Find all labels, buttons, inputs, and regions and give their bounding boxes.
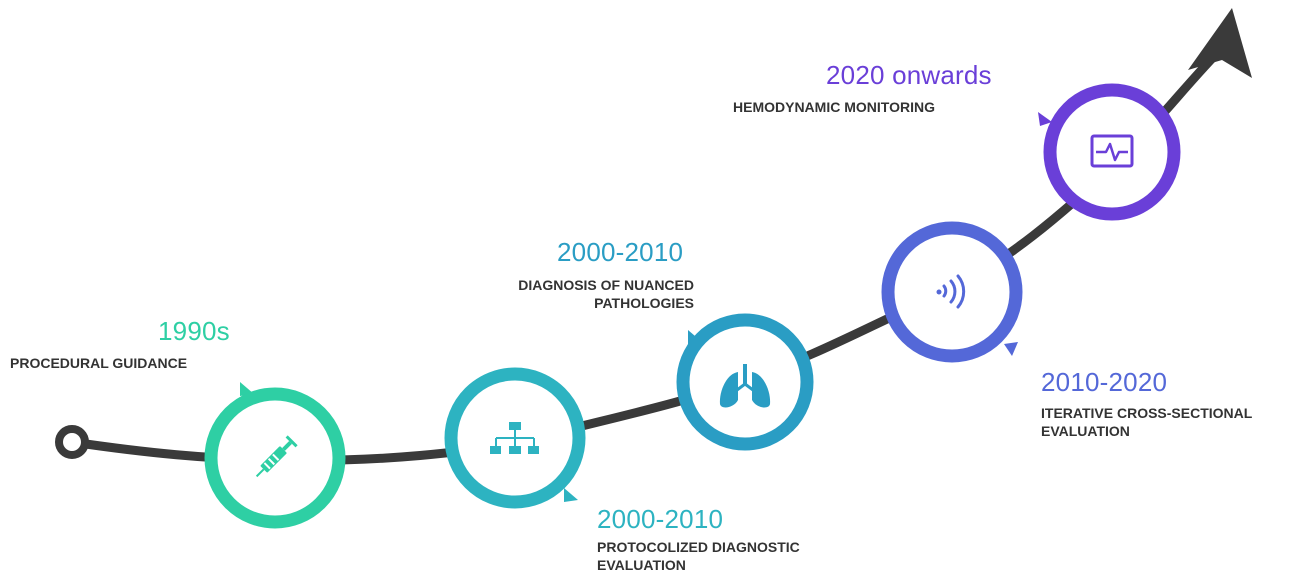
milestone-3-era: 2000-2010 [557, 237, 684, 267]
milestone-5 [1038, 83, 1181, 221]
milestone-2-line-2: EVALUATION [597, 557, 686, 573]
milestone-4-line-2: EVALUATION [1041, 423, 1130, 439]
timeline-start-ring [55, 425, 89, 459]
ultrasound-waves-icon [936, 274, 966, 309]
milestone-2-line-1: PROTOCOLIZED DIAGNOSTIC [597, 539, 800, 555]
milestone-2 [444, 367, 586, 509]
milestone-5-era: 2020 onwards [826, 60, 992, 90]
milestone-1 [204, 382, 346, 529]
milestone-3-description: DIAGNOSIS OF NUANCED PATHOLOGIES [440, 276, 694, 312]
milestone-4-pointer [1004, 342, 1018, 356]
monitor-icon [1090, 134, 1134, 168]
lungs-icon [719, 364, 771, 408]
milestone-3 [676, 313, 814, 451]
milestone-5-pointer [1038, 112, 1052, 126]
milestone-1-era: 1990s [158, 316, 230, 346]
milestone-3-line-1: DIAGNOSIS OF NUANCED [518, 277, 694, 293]
milestone-4-ring [881, 221, 1023, 363]
milestone-1-line-1: PROCEDURAL GUIDANCE [10, 355, 188, 371]
milestone-1-description: PROCEDURAL GUIDANCE [10, 354, 187, 372]
milestone-3-line-2: PATHOLOGIES [594, 295, 694, 311]
milestone-5-line-1: HEMODYNAMIC MONITORING [733, 99, 935, 115]
timeline-arrowhead [1188, 8, 1252, 78]
milestone-2-pointer [564, 488, 578, 502]
milestone-4-description: ITERATIVE CROSS-SECTIONAL EVALUATION [1041, 404, 1252, 440]
milestone-4-era: 2010-2020 [1041, 367, 1168, 397]
flowchart-icon [490, 422, 539, 454]
milestone-2-description: PROTOCOLIZED DIAGNOSTIC EVALUATION [597, 538, 800, 574]
milestone-4 [881, 221, 1023, 363]
milestone-5-description: HEMODYNAMIC MONITORING [733, 98, 935, 116]
syringe-icon [255, 435, 298, 478]
milestone-4-line-1: ITERATIVE CROSS-SECTIONAL [1041, 405, 1253, 421]
milestone-2-era: 2000-2010 [597, 504, 724, 534]
